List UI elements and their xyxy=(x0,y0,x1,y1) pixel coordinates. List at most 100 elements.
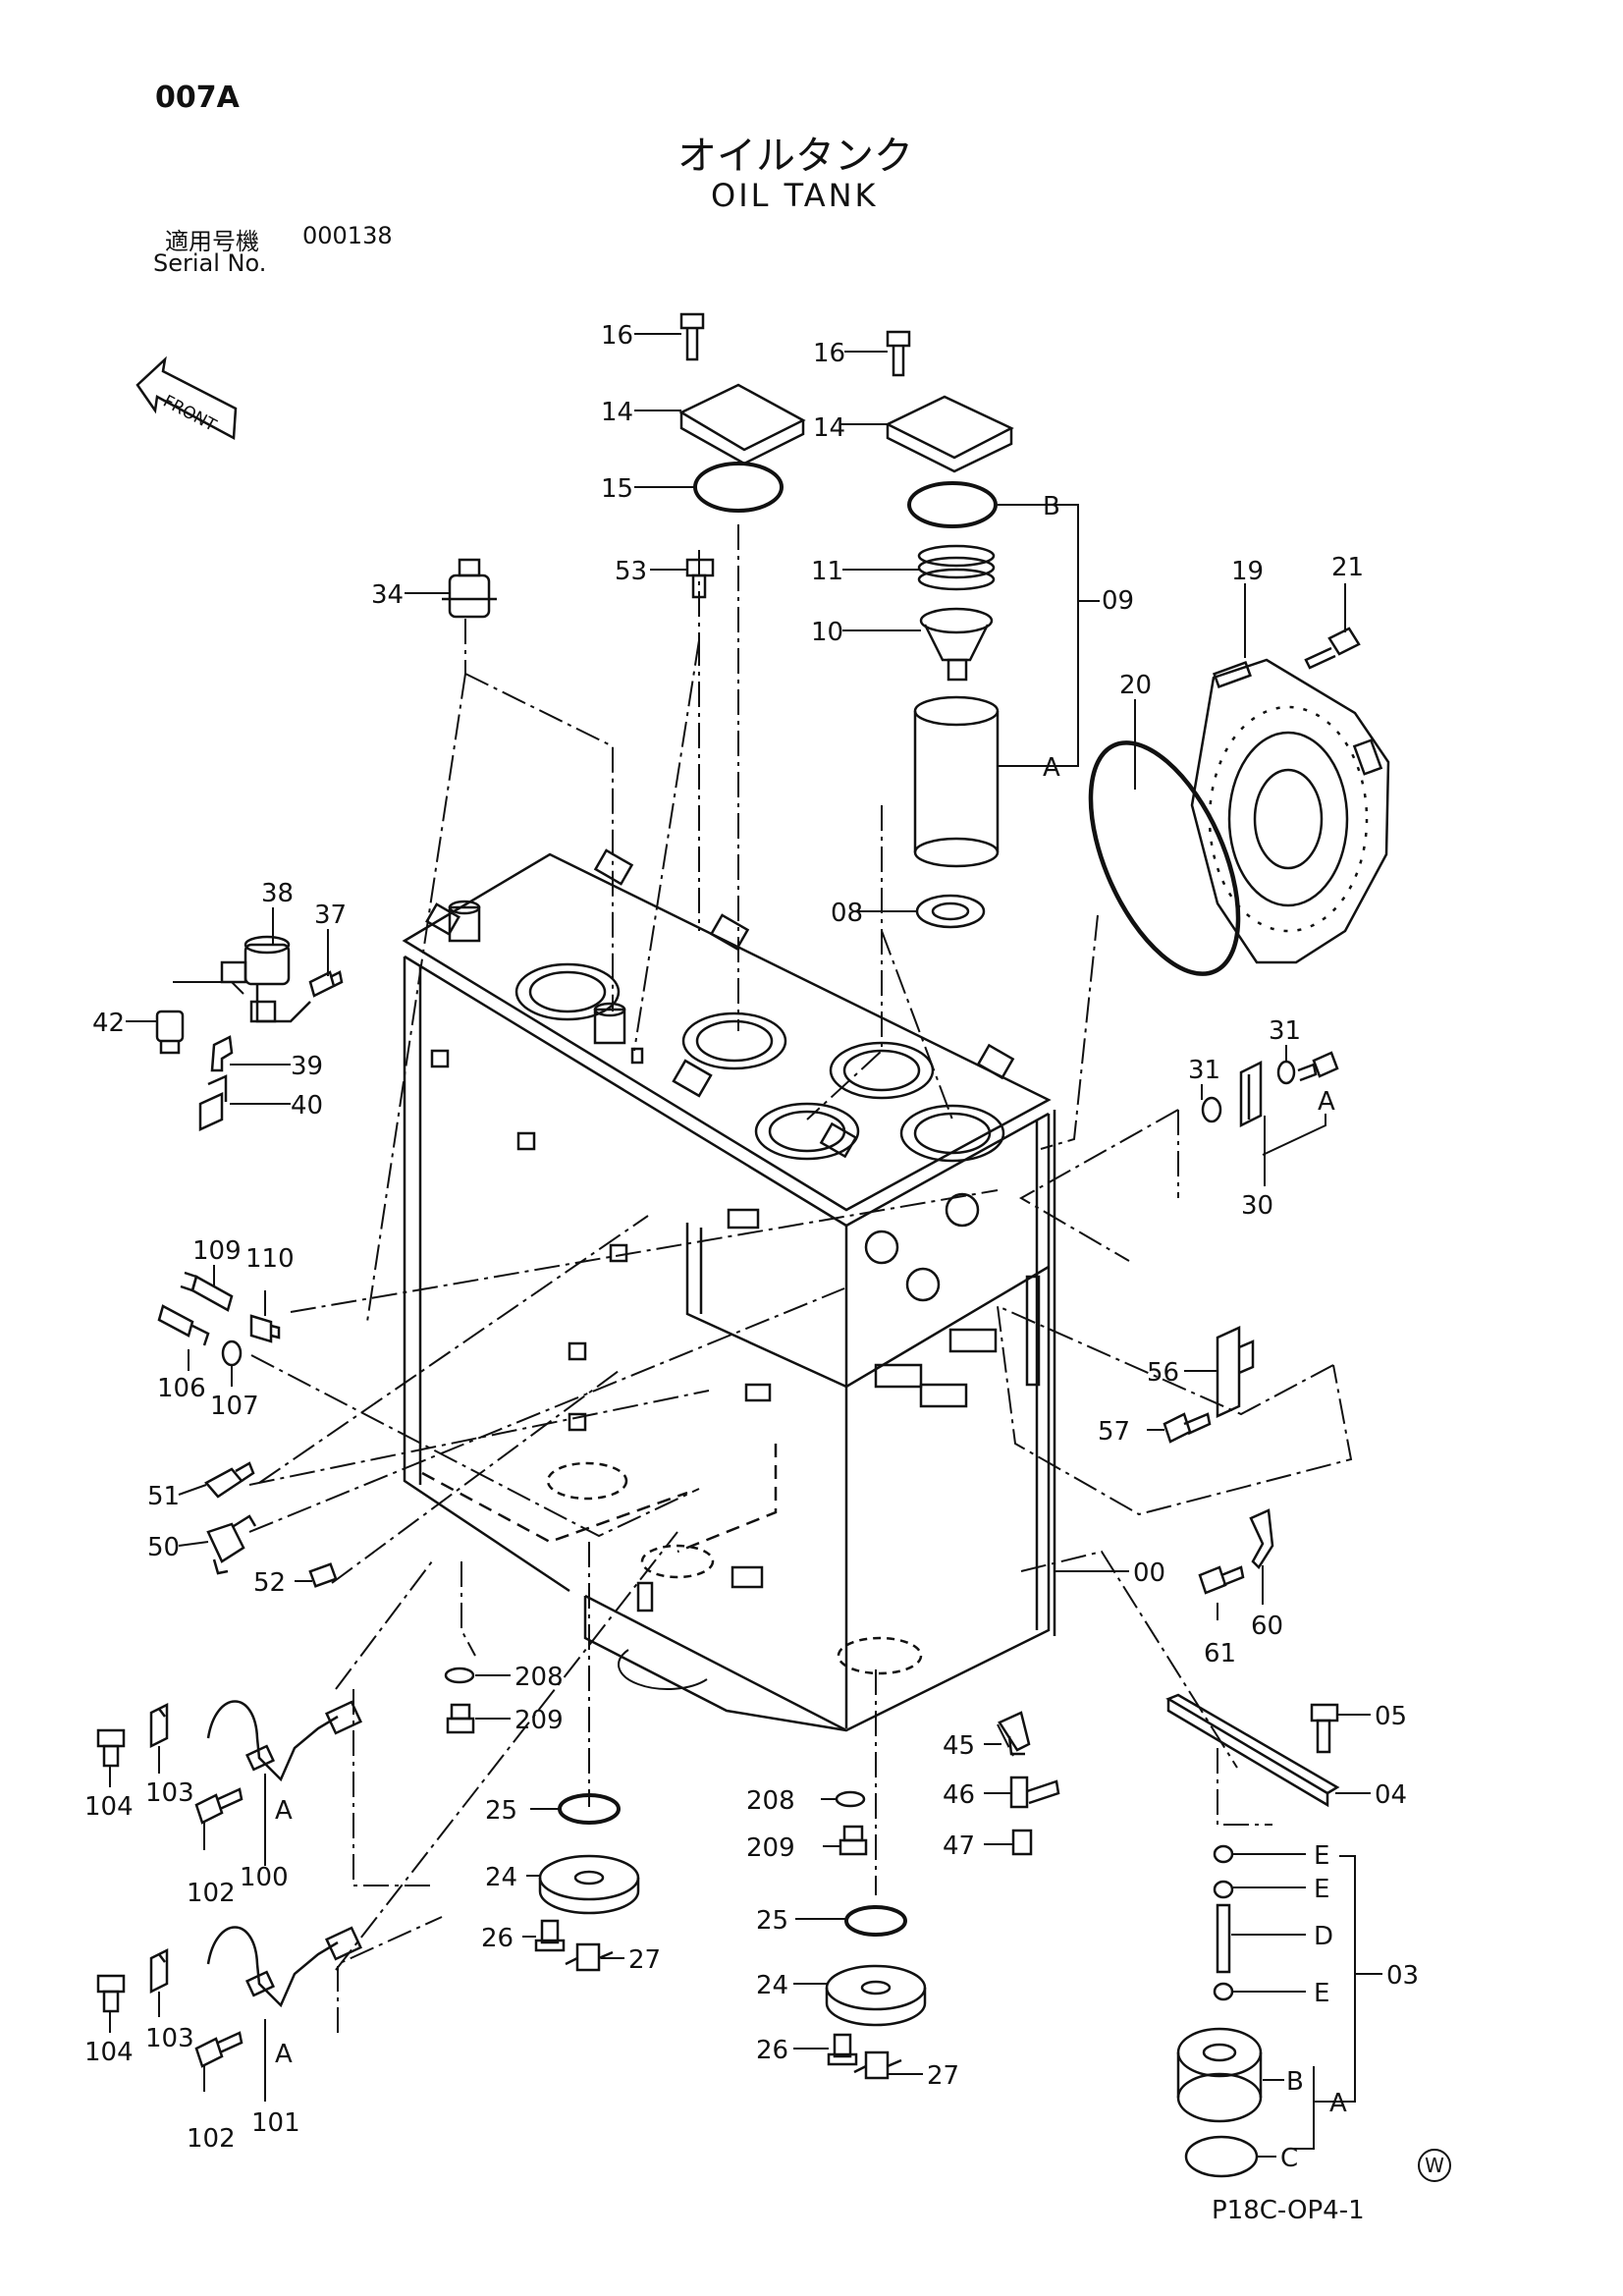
callout-30: 30 xyxy=(1241,1191,1273,1221)
bolt-102-bottom-icon xyxy=(194,2031,243,2068)
bracket-30-icon xyxy=(1239,1060,1263,1128)
callout-42: 42 xyxy=(92,1009,125,1038)
callout-100: 100 xyxy=(240,1863,289,1892)
harness-101-icon xyxy=(206,1926,362,2008)
callout-26-right: 26 xyxy=(756,2036,788,2065)
callout-103-bottom: 103 xyxy=(145,2024,194,2053)
elbow-45-icon xyxy=(998,1711,1031,1756)
elbow-51-icon xyxy=(204,1461,255,1499)
bolt-61-icon xyxy=(1198,1565,1245,1595)
washer-208-right-icon xyxy=(835,1790,866,1808)
page-title: OIL TANK xyxy=(711,177,879,214)
flange-cover-19-icon xyxy=(1190,658,1390,964)
callout-d: D xyxy=(1314,1922,1333,1951)
bolt-104-top-icon xyxy=(96,1728,126,1768)
callout-08: 08 xyxy=(831,899,863,928)
callout-14-right: 14 xyxy=(813,413,845,443)
callout-15: 15 xyxy=(601,474,633,504)
callout-106: 106 xyxy=(157,1374,206,1403)
elbow-50-icon xyxy=(206,1514,257,1575)
drain-valve-27-right-icon xyxy=(853,2050,902,2080)
drain-flange-24-right-icon xyxy=(825,1964,927,2027)
washer-107-icon xyxy=(221,1339,243,1367)
callout-09: 09 xyxy=(1102,586,1134,616)
fitting-42-icon xyxy=(155,1010,185,1055)
washer-31-right-icon xyxy=(1276,1060,1296,1085)
callout-50: 50 xyxy=(147,1533,180,1562)
page-title-japanese: オイルタンク xyxy=(677,134,913,179)
callout-208-right: 208 xyxy=(746,1786,795,1816)
bar-04-icon xyxy=(1165,1693,1340,1808)
callout-46: 46 xyxy=(943,1780,975,1810)
plug-26-right-icon xyxy=(827,2033,858,2066)
callout-31-left: 31 xyxy=(1188,1056,1220,1085)
callout-40: 40 xyxy=(291,1091,323,1121)
watermark-symbol: W xyxy=(1418,2149,1451,2182)
callout-51: 51 xyxy=(147,1482,180,1511)
callout-107: 107 xyxy=(210,1392,259,1421)
callout-11: 11 xyxy=(811,557,843,586)
bolt-16-left-icon xyxy=(679,312,705,361)
callout-a-harness-top: A xyxy=(275,1796,293,1826)
callout-34: 34 xyxy=(371,580,404,610)
clamp-60-icon xyxy=(1249,1508,1274,1569)
callout-53: 53 xyxy=(615,557,647,586)
callout-24-right: 24 xyxy=(756,1971,788,2000)
serial-label: Serial No. xyxy=(153,249,267,277)
fitting-46-icon xyxy=(1009,1776,1060,1809)
callout-208-left: 208 xyxy=(514,1663,564,1692)
o-ring-25-right-icon xyxy=(844,1905,907,1937)
callout-a-element: A xyxy=(1329,2089,1347,2118)
bolt-57-icon xyxy=(1163,1412,1212,1444)
callout-52: 52 xyxy=(253,1568,286,1598)
callout-209-left: 209 xyxy=(514,1706,564,1735)
serial-label-japanese: 適用号機 xyxy=(165,228,259,255)
callout-c-seal: C xyxy=(1280,2144,1298,2173)
bolt-209-right-icon xyxy=(839,1825,868,1856)
cover-plate-14-left-icon xyxy=(678,383,806,465)
bolt-05-icon xyxy=(1310,1703,1339,1754)
washer-208-left-icon xyxy=(444,1667,475,1684)
callout-27-left: 27 xyxy=(628,1945,661,1975)
callout-a-filter: A xyxy=(1043,753,1060,783)
callout-e-2: E xyxy=(1314,1875,1329,1904)
plug-26-left-icon xyxy=(534,1919,566,1952)
callout-labels: 16 16 14 14 15 B 53 11 09 10 A 19 21 34 … xyxy=(84,321,1419,2173)
drawing-code: P18C-OP4-1 xyxy=(1212,2196,1365,2225)
seal-ring-08-icon xyxy=(915,894,986,929)
breather-cap-34-icon xyxy=(442,558,497,619)
callout-b-oring: B xyxy=(1043,492,1060,521)
callout-b-element: B xyxy=(1286,2067,1304,2097)
callout-31-right: 31 xyxy=(1269,1016,1301,1046)
front-arrow-icon: FRONT xyxy=(135,355,238,441)
o-ring-20-icon xyxy=(1088,740,1241,976)
callout-e-3: E xyxy=(1314,1979,1329,2008)
bolt-104-bottom-icon xyxy=(96,1974,126,2013)
callout-26-left: 26 xyxy=(481,1924,514,1953)
callout-14-left: 14 xyxy=(601,398,633,427)
filter-element-a-icon xyxy=(913,695,1000,868)
bolt-30a-icon xyxy=(1297,1051,1339,1082)
solenoid-valve-38-icon xyxy=(220,935,311,1023)
callout-45: 45 xyxy=(943,1731,975,1761)
callout-102-top: 102 xyxy=(187,1879,236,1908)
valve-10-icon xyxy=(919,607,994,682)
bolt-102-top-icon xyxy=(194,1787,243,1825)
bolt-53-icon xyxy=(685,558,715,599)
clip-103-top-icon xyxy=(149,1702,169,1749)
serial-number: 000138 xyxy=(302,222,393,249)
page-code: 007A xyxy=(155,81,240,115)
bracket-40-icon xyxy=(198,1074,228,1131)
fitting-109-icon xyxy=(180,1271,234,1312)
drain-flange-24-left-icon xyxy=(538,1854,640,1915)
callout-25-left: 25 xyxy=(485,1796,517,1826)
callout-00: 00 xyxy=(1133,1558,1165,1588)
callout-56: 56 xyxy=(1147,1358,1179,1388)
nut-e-icon xyxy=(1213,1844,1234,2001)
o-ring-15-icon xyxy=(693,462,784,513)
leader-lines xyxy=(248,524,1353,2033)
callout-20: 20 xyxy=(1119,671,1152,700)
callout-27-right: 27 xyxy=(927,2061,959,2091)
callout-209-right: 209 xyxy=(746,1833,795,1863)
